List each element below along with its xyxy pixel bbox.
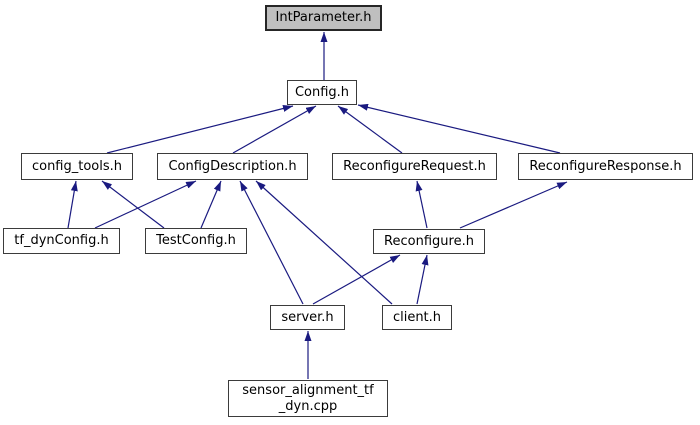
edge-ReconfigureRequest_h-to-Config_h <box>337 105 403 154</box>
node-Reconfigure_h[interactable]: Reconfigure.h <box>373 229 485 254</box>
node-ConfigDescription_h[interactable]: ConfigDescription.h <box>157 153 308 180</box>
edge-Reconfigure_h-to-ReconfigureResponse_h <box>459 181 568 229</box>
edge-ReconfigureResponse_h-to-Config_h <box>357 103 561 154</box>
node-server_h[interactable]: server.h <box>270 305 345 330</box>
node-tf_dynConfig_h[interactable]: tf_dynConfig.h <box>3 228 120 254</box>
edge-TestConfig_h-to-ConfigDescription_h <box>200 180 222 229</box>
edge-client_h-to-ConfigDescription_h <box>255 180 393 305</box>
node-ReconfigureResponse_h[interactable]: ReconfigureResponse.h <box>518 153 693 180</box>
edge-ConfigDescription_h-to-Config_h <box>232 105 317 154</box>
node-TestConfig_h[interactable]: TestConfig.h <box>145 228 247 254</box>
node-sensor_alignment_tf_dyn_cpp[interactable]: sensor_alignment_tf _dyn.cpp <box>228 380 388 417</box>
node-ReconfigureRequest_h[interactable]: ReconfigureRequest.h <box>332 153 497 180</box>
edge-tf_dynConfig_h-to-ConfigDescription_h <box>94 180 197 229</box>
node-config_tools_h[interactable]: config_tools.h <box>21 153 133 180</box>
edge-client_h-to-Reconfigure_h <box>416 254 429 305</box>
edge-tf_dynConfig_h-to-config_tools_h <box>67 180 78 229</box>
node-IntParameter_h: IntParameter.h <box>265 5 382 31</box>
edge-Reconfigure_h-to-ReconfigureRequest_h <box>415 180 428 229</box>
edge-config_tools_h-to-Config_h <box>106 105 294 154</box>
edge-server_h-to-ConfigDescription_h <box>239 180 304 305</box>
node-Config_h[interactable]: Config.h <box>287 80 357 105</box>
edge-TestConfig_h-to-config_tools_h <box>101 180 165 229</box>
node-client_h[interactable]: client.h <box>382 305 452 330</box>
edge-server_h-to-Reconfigure_h <box>312 254 401 305</box>
